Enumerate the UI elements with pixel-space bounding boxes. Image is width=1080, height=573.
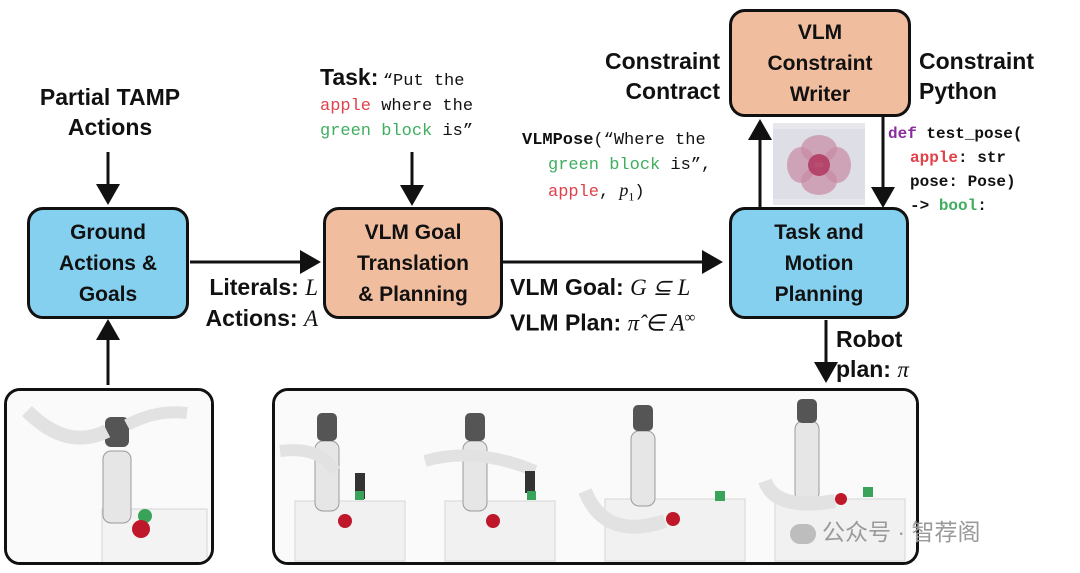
watermark: 公众号 · 智荐阁 (790, 513, 980, 547)
task-where-the: where the (371, 97, 474, 116)
robot-plan-label: Robot plan: π (836, 324, 956, 385)
literals-symbol: L (305, 275, 318, 300)
code-bool: bool (938, 197, 978, 215)
partial-tamp-actions-label: Partial TAMP Actions (10, 82, 210, 142)
tamp-box-line1: Task and (774, 220, 864, 244)
writer-box-line2: Constraint (767, 51, 873, 75)
ground-box-line3: Goals (78, 282, 138, 306)
writer-box-line1: VLM (797, 20, 843, 44)
code-function-name: test_pose( (916, 125, 1023, 143)
vlmpose-comma: , (599, 183, 620, 202)
ground-box-line2: Actions & (58, 251, 157, 275)
vlmpose-p: p (619, 180, 629, 200)
task-label: Task: (320, 64, 379, 90)
vlm-plan-sup: ∞ (684, 310, 696, 326)
code-line3: pose: Pose) (910, 173, 1016, 191)
robot-plan-symbol: π (897, 357, 909, 382)
pose-overlay-image (773, 123, 865, 205)
constraint-python-label: Constraint Python (919, 46, 1079, 106)
robot-plan-line1: Robot (836, 326, 903, 352)
code-apple: apple (910, 149, 959, 167)
frame-1 (279, 413, 406, 562)
vlm-goal-box-line2: Translation (356, 251, 470, 275)
constraint-contract-label: Constraint Contract (560, 46, 720, 106)
ground-actions-goals-box: Ground Actions & Goals (27, 207, 189, 319)
vlm-goal-box-line1: VLM Goal (364, 220, 462, 244)
vlm-constraint-writer-box: VLM Constraint Writer (729, 9, 911, 117)
vlm-plan-label: VLM Plan: π̂ ∈ A∞ (510, 303, 695, 339)
actions-label: Actions: A (186, 303, 318, 334)
task-is-close: is” (432, 122, 474, 141)
vlm-goal-name: VLM Goal: (510, 274, 624, 300)
tamp-box-line2: Motion (784, 251, 854, 275)
actions-name: Actions: (205, 305, 298, 331)
partial-tamp-line1: Partial TAMP (39, 84, 181, 110)
constraint-code-snippet: def test_pose( apple: str pose: Pose) ->… (888, 122, 1078, 218)
code-line2-rest: : str (958, 149, 1007, 167)
vlm-plan-formula: π̂ ∈ A (627, 310, 685, 336)
vlmpose-close: ) (634, 183, 645, 202)
vlmpose-func: VLMPose (522, 131, 594, 150)
vlmpose-p-sub: 1 (628, 189, 635, 204)
robot-arm-sequence-icon (275, 391, 916, 562)
constraint-contract-line1: Constraint (605, 48, 720, 74)
code-def-keyword: def (888, 125, 917, 143)
vlm-goal-box-line3: & Planning (358, 282, 468, 306)
vlm-goal-translation-box: VLM Goal Translation & Planning (323, 207, 503, 319)
partial-tamp-line2: Actions (67, 114, 153, 140)
literals-label: Literals: L (186, 272, 318, 303)
constraint-python-line1: Constraint (919, 48, 1034, 74)
robot-arm-initial-icon (7, 391, 211, 562)
constraint-contract-line2: Contract (625, 78, 720, 104)
frame-2 (423, 413, 556, 562)
initial-scene-photo (4, 388, 214, 565)
writer-box-line3: Writer (789, 82, 851, 106)
task-statement: Task: “Put the apple where the green blo… (320, 64, 520, 144)
plan-execution-photos (272, 388, 919, 565)
vlmpose-green-block: green block (548, 156, 661, 175)
vlmpose-is-comma: is”, (660, 156, 712, 175)
wechat-icon (790, 523, 816, 544)
vlm-plan-name: VLM Plan: (510, 309, 622, 336)
vlm-goal-formula: G ⊆ L (630, 275, 691, 300)
frame-3 (578, 405, 746, 562)
robot-plan-line2: plan: (836, 356, 891, 382)
vlm-goal-label: VLM Goal: G ⊆ L (510, 272, 690, 303)
code-arrow: -> (910, 197, 939, 215)
vlmpose-open: (“Where the (593, 131, 706, 150)
ground-box-line1: Ground (70, 220, 146, 244)
code-colon: : (977, 197, 987, 215)
task-apple: apple (320, 97, 372, 116)
constraint-python-line2: Python (919, 78, 997, 104)
tamp-box-line3: Planning (774, 282, 864, 306)
actions-symbol: A (303, 306, 318, 331)
task-green-block: green block (320, 122, 433, 141)
watermark-text: 公众号 · 智荐阁 (822, 519, 981, 545)
task-motion-planning-box: Task and Motion Planning (729, 207, 909, 319)
vlmpose-apple: apple (548, 183, 600, 202)
pose-overlay-flower-icon (773, 129, 865, 199)
literals-name: Literals: (209, 274, 299, 300)
task-quote-open: “Put the (382, 72, 465, 91)
vlmpose-snippet: VLMPose(“Where the green block is”, appl… (522, 128, 752, 209)
